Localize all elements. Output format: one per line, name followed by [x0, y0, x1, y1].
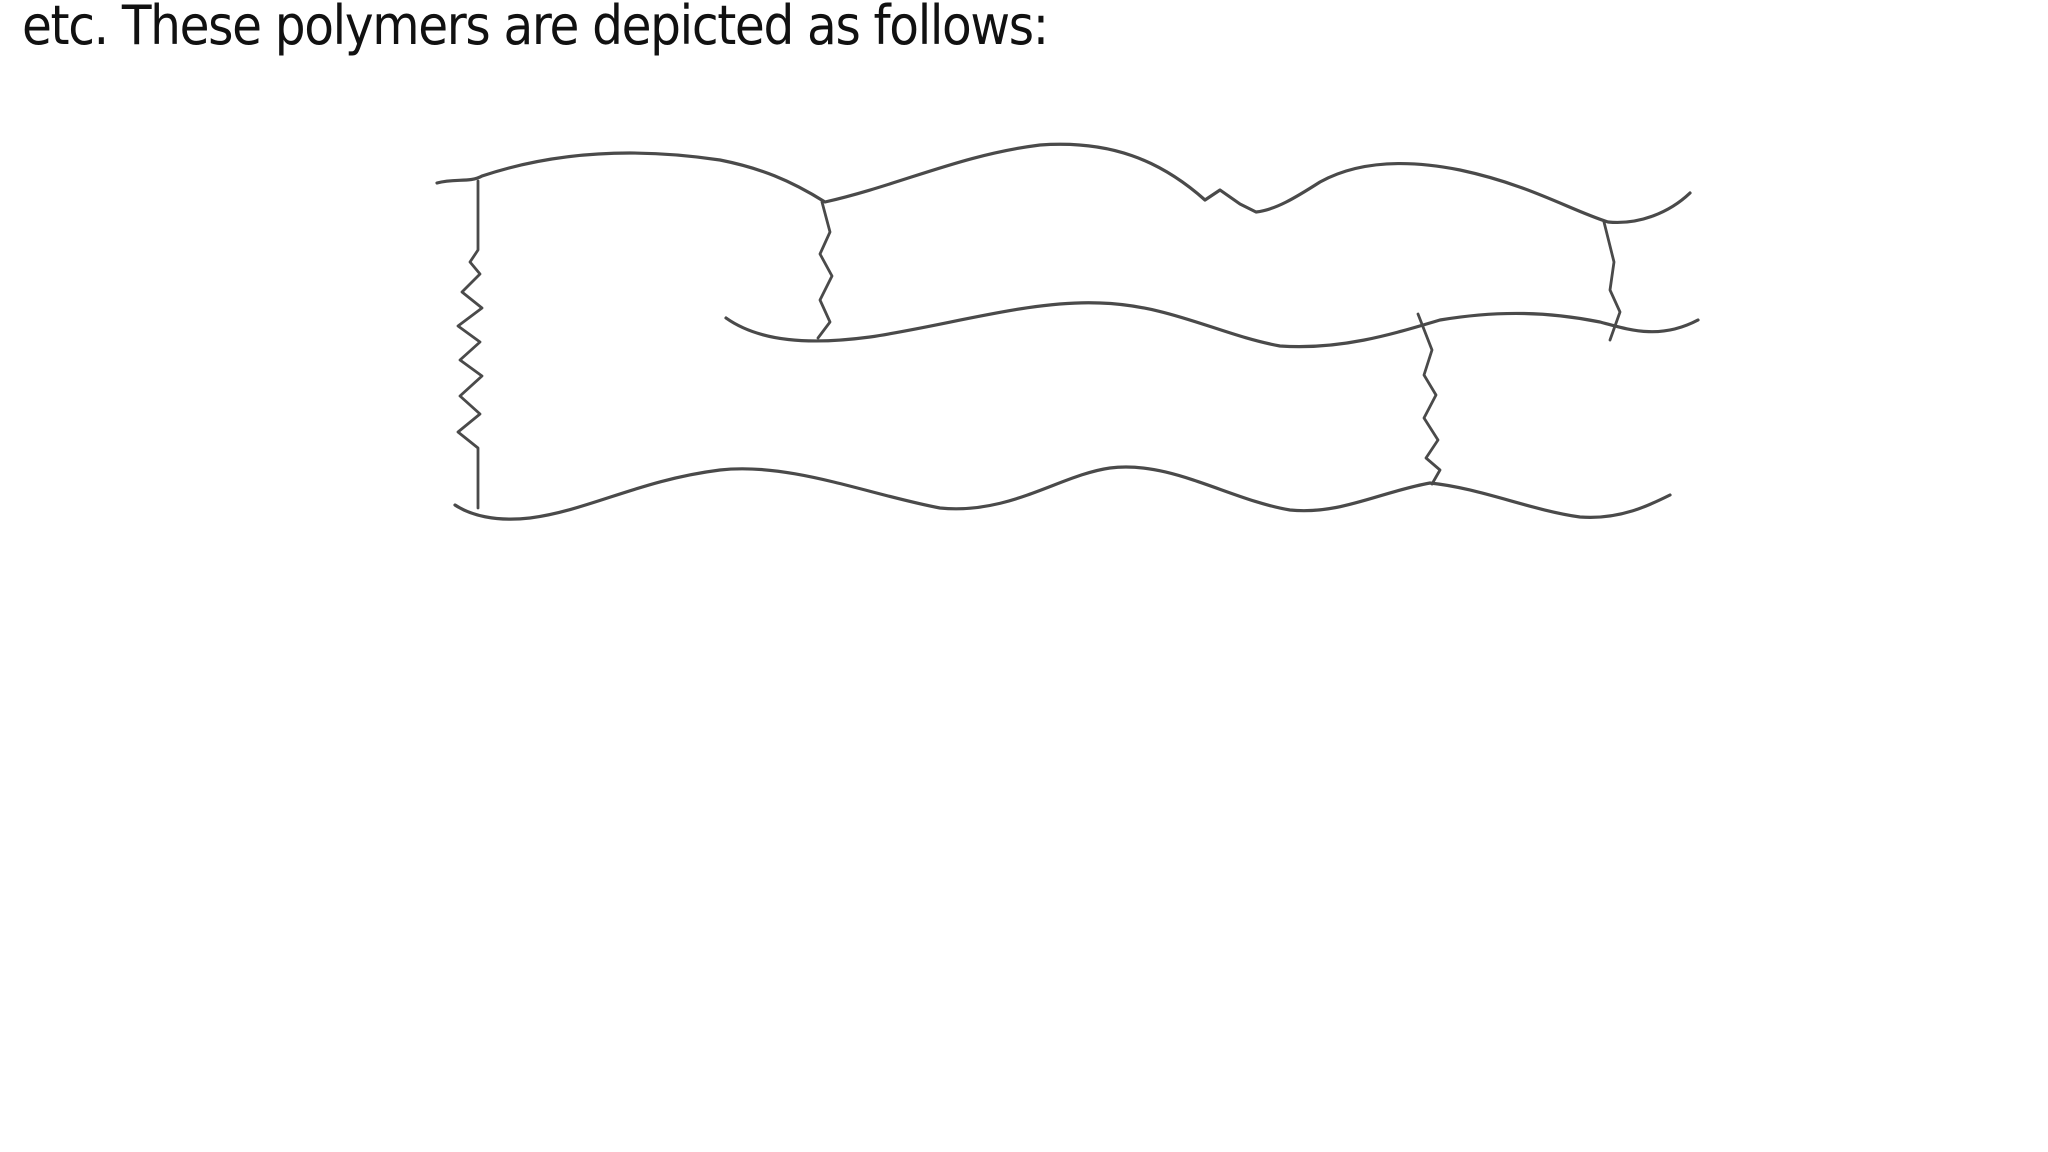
crosslink-middle [816, 200, 834, 340]
polymer-chain-middle [724, 301, 1700, 349]
polymer-chain-top [435, 142, 1692, 225]
crosslink-right [1602, 220, 1622, 342]
caption-text: etc. These polymers are depicted as foll… [22, 0, 1049, 57]
crosslink-left [456, 179, 484, 510]
crosslink-lower [1416, 312, 1442, 486]
polymer-chain-bottom [453, 465, 1672, 521]
